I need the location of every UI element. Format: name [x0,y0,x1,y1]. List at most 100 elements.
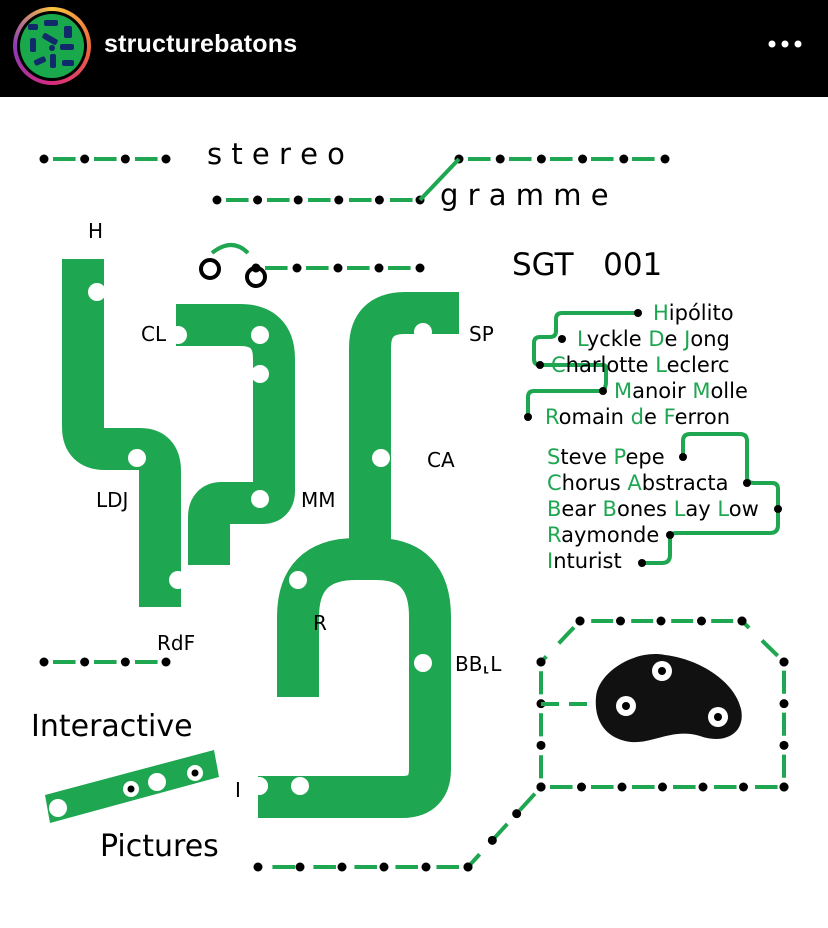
track-dot [415,263,425,273]
track-dot [333,263,343,273]
station-dot [414,323,432,341]
station-dot [127,785,135,793]
track-dot [463,862,473,872]
track-dot [697,616,706,626]
station-dot [49,799,67,817]
artist-name: Romain de Ferron [545,405,730,429]
artist-name: Chorus Abstracta [547,471,728,495]
track-line [176,304,295,565]
track-dot [619,154,629,164]
artist-name: Charlotte Leclerc [551,353,730,377]
station-dots [49,283,728,817]
ring-station [199,258,221,280]
track-line [349,292,459,549]
track-dot [295,862,305,872]
footer-pictures: Pictures [100,829,219,864]
track-dot [536,154,546,164]
station-label-bbl: BB⸤L [455,652,502,676]
more-horizontal-icon[interactable] [760,26,810,62]
station-dot [128,449,146,467]
station-dot [658,667,666,675]
title-line1: s t e r e o [207,137,345,171]
poster-artwork: s t e r e o g r a m m e SGT 001 H CL SP … [31,137,789,872]
track-dot [161,657,171,667]
catalog-number: SGT 001 [512,247,662,283]
track-dot [779,699,789,709]
track-dot [293,195,303,205]
station-label-cl: CL [141,322,167,346]
artist-list-b: Steve Pepe Chorus Abstracta Bear Bones L… [547,432,782,573]
track-dot [374,195,384,205]
track-dot [487,835,497,845]
station-label-i: I [235,778,241,802]
track-dot [536,740,546,750]
track-dot [779,657,789,667]
artist-name: Hipólito [653,301,734,325]
username[interactable]: structurebatons [104,30,298,58]
station-dot [169,611,187,629]
track-dot [334,195,344,205]
structure-batons-logo-icon [20,14,84,78]
dash-segment [539,619,582,664]
artist-name: Manoir Molle [614,379,748,403]
track-dot [779,782,789,792]
station-dot [251,365,269,383]
track-dot [421,862,431,872]
station-dot [622,702,630,710]
track-dot [737,616,747,626]
station-dot [289,571,307,589]
track-dot [658,782,667,792]
station-label-sp: SP [469,322,494,346]
station-label-mm: MM [301,488,336,512]
station-label-h: H [88,219,103,243]
station-dot [714,713,722,721]
track-dot [253,195,263,205]
artist-name: Steve Pepe [547,445,665,469]
station-dot [148,773,166,791]
track-dot [656,616,666,626]
station-label-r: R [313,611,327,635]
station-dot [88,283,106,301]
track-dot [39,657,49,667]
track-dot [577,782,586,792]
track-dot [120,657,130,667]
station-dot [169,326,187,344]
profile-avatar[interactable] [13,7,91,85]
track-dot [617,782,627,792]
footer-interactive: Interactive [31,709,193,744]
station-label-rdf: RdF [157,631,195,655]
station-dot [169,571,187,589]
track-dot [779,740,789,750]
track-line [258,538,451,818]
track-dot [698,782,708,792]
track-dot [578,154,588,164]
dotted-lines [39,154,789,872]
track-dot [495,154,505,164]
artist-name: Raymonde [547,523,659,547]
track-dot [120,154,130,164]
artist-name: Lyckle De Jong [577,327,730,351]
track-line [62,259,181,607]
dash-segment [740,619,786,664]
track-dot [292,263,302,273]
post-image[interactable]: s t e r e o g r a m m e SGT 001 H CL SP … [0,97,828,923]
station-dot [414,654,432,672]
track-dot [512,809,522,819]
track-dot [161,154,171,164]
blob-shape [595,654,742,743]
title-connector [418,157,461,202]
track-dot [80,657,90,667]
station-dot [191,769,199,777]
track-dot [39,154,49,164]
track-dot [379,862,389,872]
artist-name: Bear Bones Lay Low [547,497,759,521]
station-dot [250,777,268,795]
station-dot [251,326,269,344]
track-dot [536,782,546,792]
station-dot [251,490,269,508]
track-dot [337,862,347,872]
station-dot [291,777,309,795]
ring-connector [210,243,250,255]
title-line2: g r a m m e [440,178,609,212]
track-dot [374,263,384,273]
